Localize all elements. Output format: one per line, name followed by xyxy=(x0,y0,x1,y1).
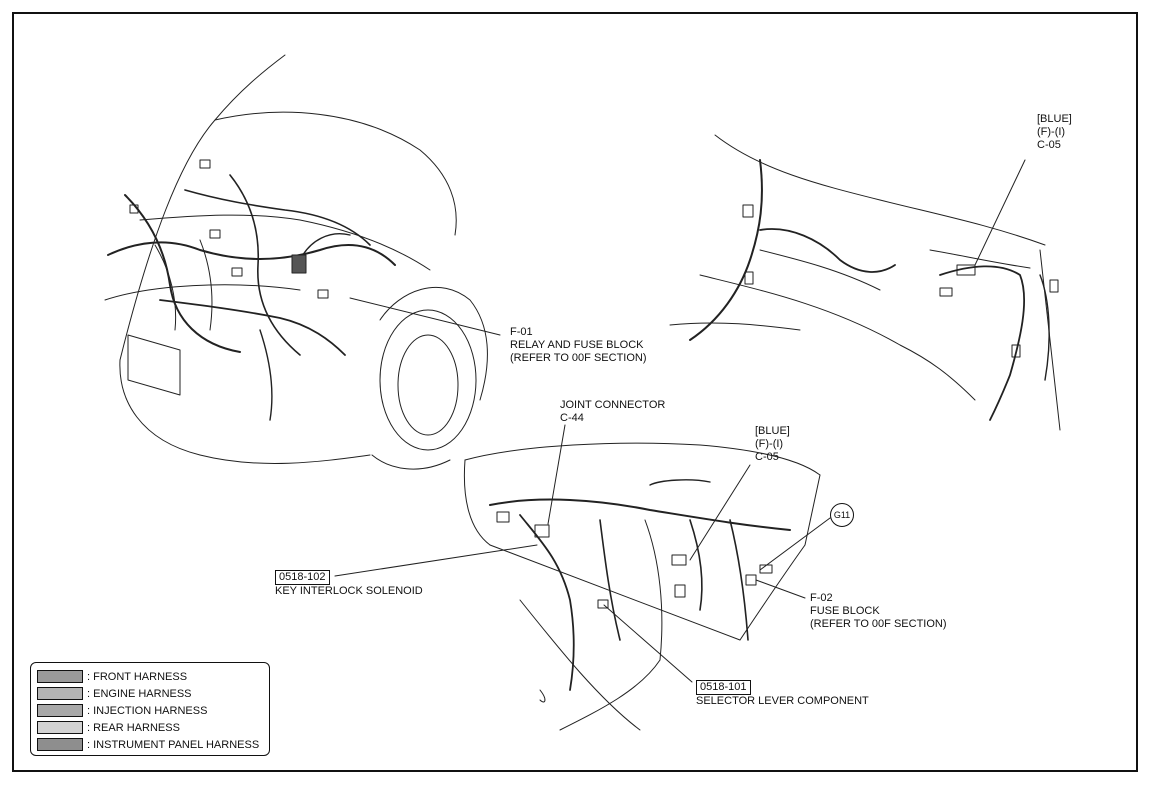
fuse-block-label: FUSE BLOCK xyxy=(810,605,880,617)
rear-harness-swatch xyxy=(37,721,83,734)
legend-item-engine: : ENGINE HARNESS xyxy=(37,685,263,702)
legend-label: : ENGINE HARNESS xyxy=(87,687,192,700)
harness-legend: : FRONT HARNESS : ENGINE HARNESS : INJEC… xyxy=(30,662,270,756)
legend-item-injection: : INJECTION HARNESS xyxy=(37,702,263,719)
callout-blue-connector-panel: [BLUE] (F)-(I) C-05 xyxy=(755,425,790,464)
fuse-block-ref: (REFER TO 00F SECTION) xyxy=(810,618,947,630)
rear-connector-color: [BLUE] xyxy=(1037,113,1072,125)
legend-item-rear: : REAR HARNESS xyxy=(37,719,263,736)
relay-fuse-label: RELAY AND FUSE BLOCK xyxy=(510,339,644,351)
engine-bay-drawing xyxy=(104,54,488,470)
legend-label: : INSTRUMENT PANEL HARNESS xyxy=(87,738,260,751)
ground-point-g11: G11 xyxy=(830,503,854,527)
engine-harness-swatch xyxy=(37,687,83,700)
relay-fuse-ref: (REFER TO 00F SECTION) xyxy=(510,352,647,364)
injection-harness-swatch xyxy=(37,704,83,717)
leader-lines xyxy=(334,159,1026,683)
rear-connector-type: (F)-(I) xyxy=(1037,126,1066,138)
selector-lever-code: 0518-101 xyxy=(696,680,751,695)
legend-item-front: : FRONT HARNESS xyxy=(37,668,263,685)
relay-fuse-code: F-01 xyxy=(510,326,533,338)
callout-selector-lever: 0518-101 SELECTOR LEVER COMPONENT xyxy=(696,680,869,708)
rear-connector-code: C-05 xyxy=(1037,139,1061,151)
joint-connector-code: C-44 xyxy=(560,412,584,424)
key-interlock-label: KEY INTERLOCK SOLENOID xyxy=(275,585,423,597)
key-interlock-code: 0518-102 xyxy=(275,570,330,585)
callout-key-interlock: 0518-102 KEY INTERLOCK SOLENOID xyxy=(275,570,423,598)
legend-item-instrument-panel: : INSTRUMENT PANEL HARNESS xyxy=(37,736,263,753)
front-harness-swatch xyxy=(37,670,83,683)
legend-label: : INJECTION HARNESS xyxy=(87,704,208,717)
rear-cabin-drawing xyxy=(669,134,1061,431)
legend-label: : REAR HARNESS xyxy=(87,721,180,734)
fuse-block-code: F-02 xyxy=(810,592,833,604)
callout-relay-fuse-block: F-01 RELAY AND FUSE BLOCK (REFER TO 00F … xyxy=(510,326,647,365)
callout-joint-connector: JOINT CONNECTOR C-44 xyxy=(560,399,665,425)
panel-connector-code: C-05 xyxy=(755,451,779,463)
diagram-frame xyxy=(12,12,1138,772)
callout-fuse-block: F-02 FUSE BLOCK (REFER TO 00F SECTION) xyxy=(810,592,947,631)
joint-connector-label: JOINT CONNECTOR xyxy=(560,399,666,411)
legend-label: : FRONT HARNESS xyxy=(87,670,188,683)
instrument-panel-harness-swatch xyxy=(37,738,83,751)
selector-lever-label: SELECTOR LEVER COMPONENT xyxy=(696,695,869,707)
panel-connector-color: [BLUE] xyxy=(755,425,790,437)
callout-blue-connector-rear: [BLUE] (F)-(I) C-05 xyxy=(1037,113,1072,152)
instrument-panel-drawing xyxy=(463,442,821,731)
panel-connector-type: (F)-(I) xyxy=(755,438,784,450)
